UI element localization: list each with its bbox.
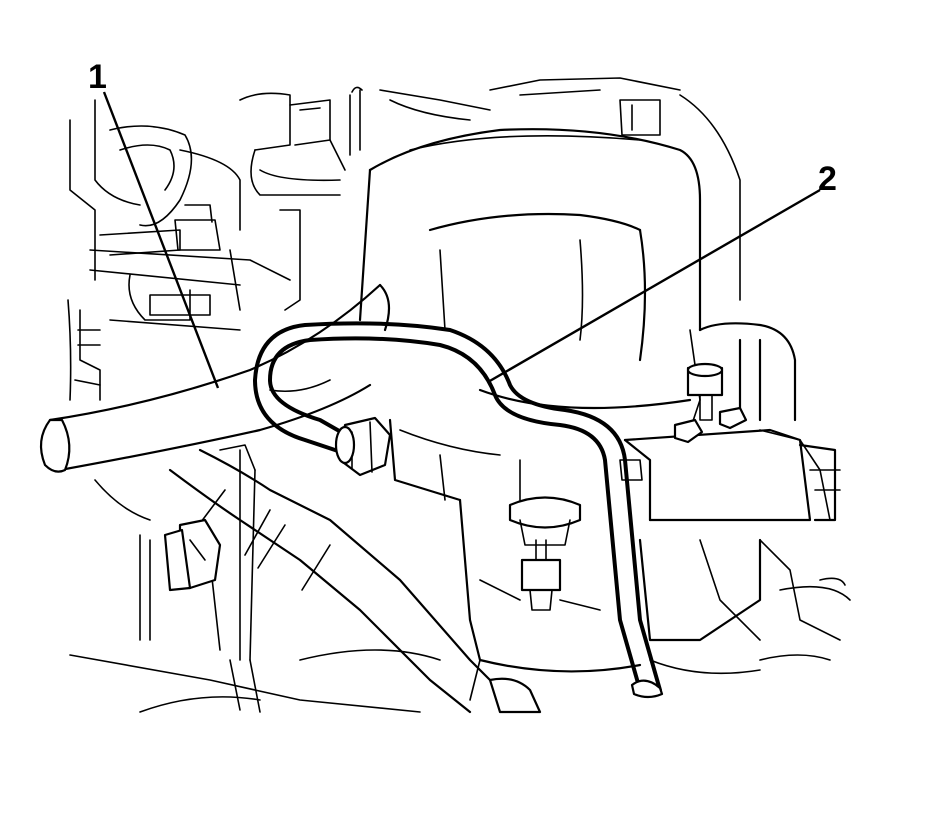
pump-housing xyxy=(358,128,702,502)
frame-bottom xyxy=(69,444,831,713)
callout-2: 2 xyxy=(487,160,837,384)
callout-1: 1 xyxy=(88,58,220,389)
engine-background-top xyxy=(229,77,741,311)
callout-1-label: 1 xyxy=(88,58,107,96)
callout-2-label: 2 xyxy=(818,160,837,198)
pressure-line-item-2 xyxy=(253,321,664,699)
hose-item-1 xyxy=(39,283,542,714)
bracket-right xyxy=(619,322,851,641)
callout-2-leader xyxy=(487,188,821,384)
engine-background-left xyxy=(67,99,291,401)
lower-assembly xyxy=(458,496,762,701)
callout-1-leader xyxy=(102,91,220,389)
